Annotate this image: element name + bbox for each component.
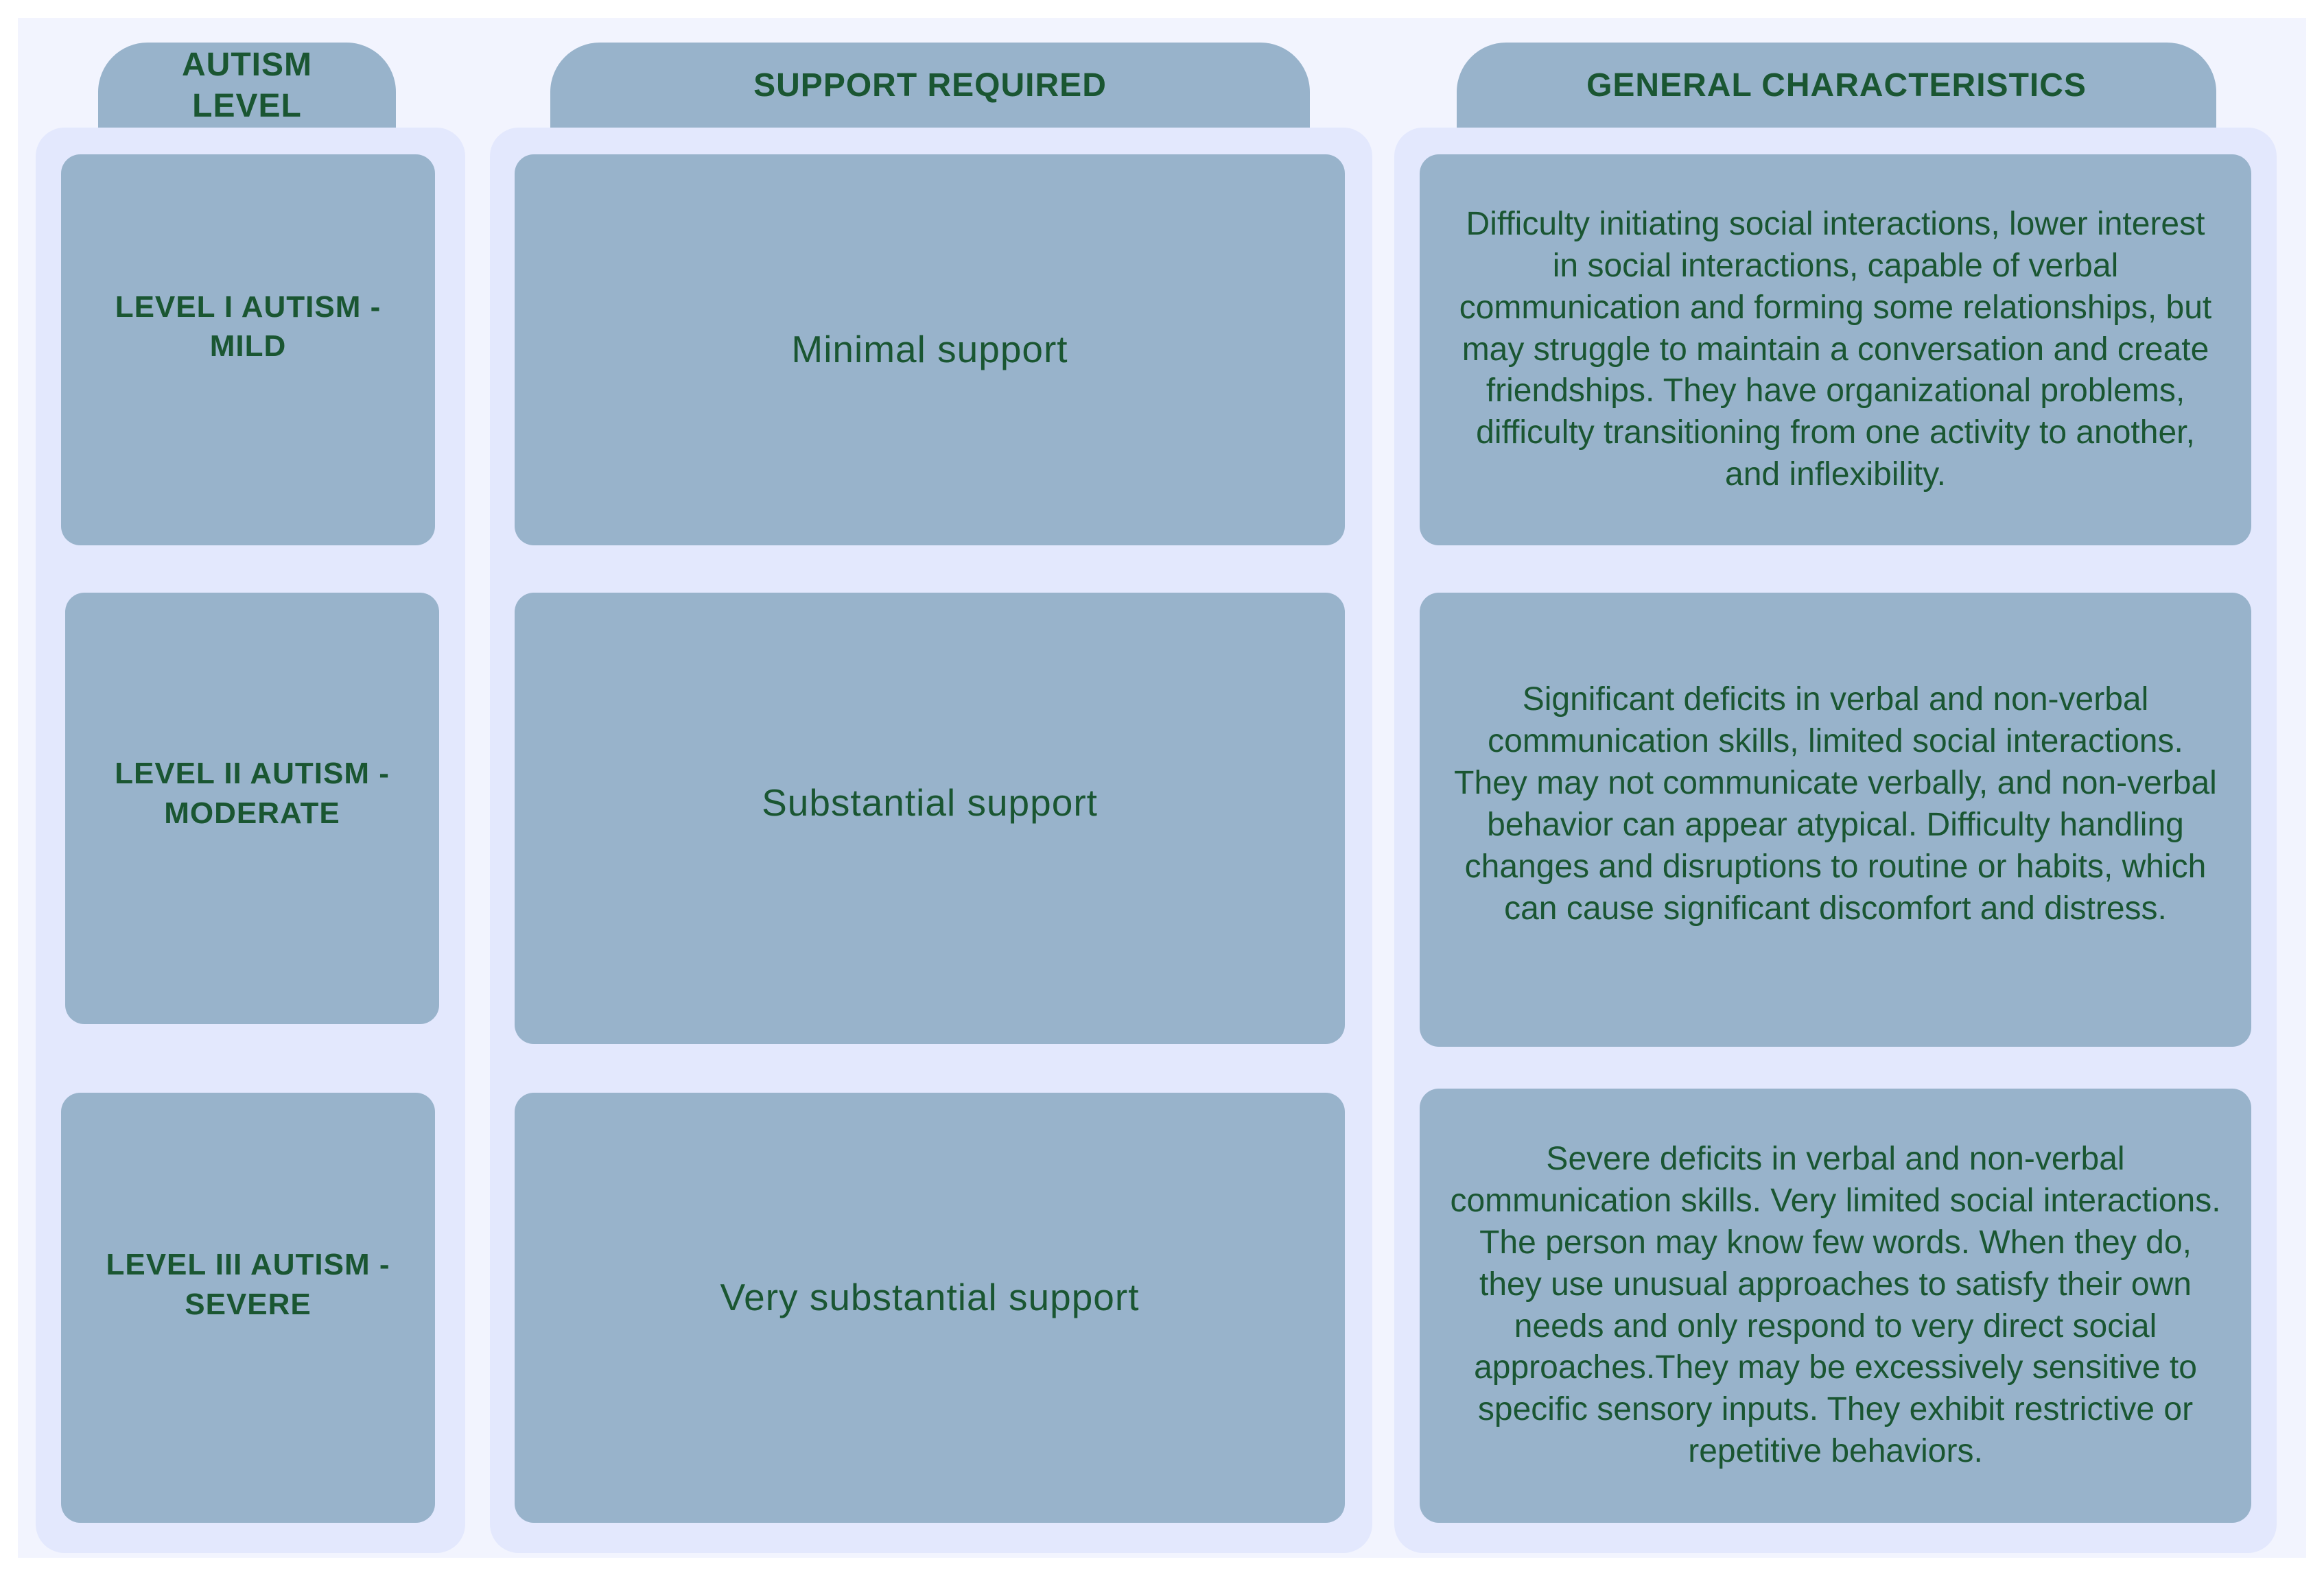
support-card-2: Substantial support xyxy=(515,593,1345,1044)
characteristics-card-1: Difficulty initiating social interaction… xyxy=(1420,154,2251,545)
support-label-2: Substantial support xyxy=(762,781,1098,825)
characteristics-text-2: Significant deficits in verbal and non-v… xyxy=(1454,681,2217,927)
header-support-required-text: SUPPORT REQUIRED xyxy=(753,67,1107,104)
characteristics-card-3: Severe deficits in verbal and non-verbal… xyxy=(1420,1089,2251,1523)
support-label-1: Minimal support xyxy=(791,328,1068,371)
level-card-1: LEVEL I AUTISM - MILD xyxy=(61,154,435,545)
characteristics-text-3: Severe deficits in verbal and non-verbal… xyxy=(1450,1140,2221,1470)
header-general-characteristics: GENERAL CHARACTERISTICS xyxy=(1457,43,2216,129)
level-card-2: LEVEL II AUTISM - MODERATE xyxy=(65,593,439,1024)
header-support-required: SUPPORT REQUIRED xyxy=(550,43,1310,129)
header-general-characteristics-text: GENERAL CHARACTERISTICS xyxy=(1586,67,2087,104)
level-label-2: LEVEL II AUTISM - MODERATE xyxy=(115,757,390,830)
header-autism-level-text: AUTISM LEVEL xyxy=(182,47,312,124)
level-card-3: LEVEL III AUTISM - SEVERE xyxy=(61,1093,435,1523)
support-card-3: Very substantial support xyxy=(515,1093,1345,1523)
level-label-1: LEVEL I AUTISM - MILD xyxy=(115,289,382,363)
header-autism-level: AUTISM LEVEL xyxy=(98,43,396,129)
support-card-1: Minimal support xyxy=(515,154,1345,545)
level-label-3: LEVEL III AUTISM - SEVERE xyxy=(106,1248,390,1321)
characteristics-text-1: Difficulty initiating social interaction… xyxy=(1459,205,2212,493)
characteristics-card-2: Significant deficits in verbal and non-v… xyxy=(1420,593,2251,1047)
support-label-3: Very substantial support xyxy=(720,1275,1140,1318)
